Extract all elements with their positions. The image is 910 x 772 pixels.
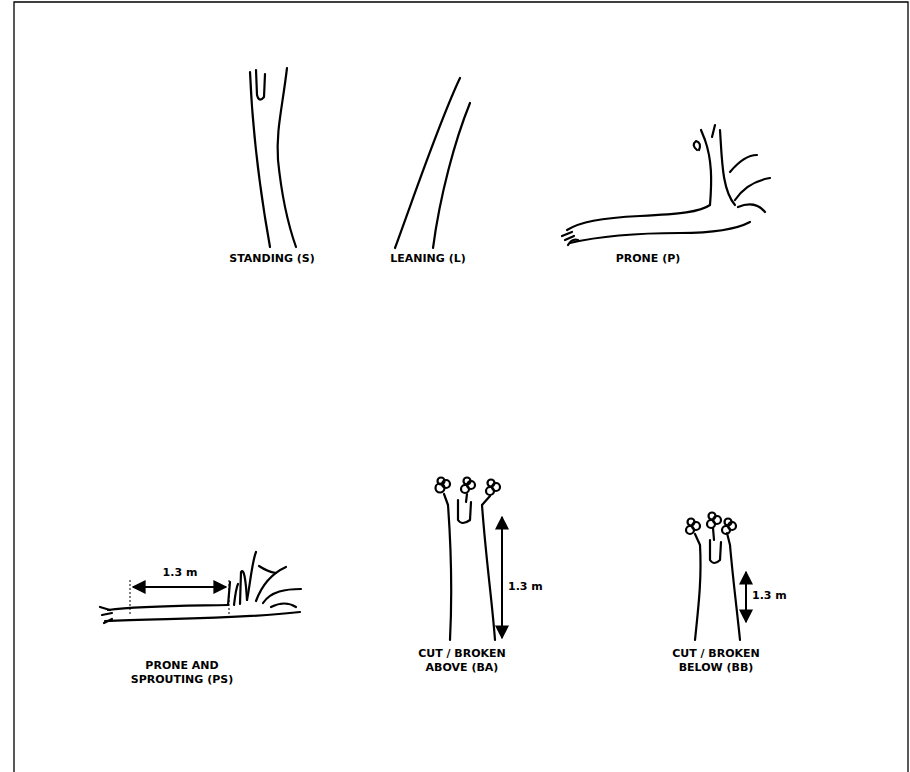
dimension-label: 1.3 m (150, 566, 210, 580)
leaning-tree (395, 78, 470, 248)
frame (14, 2, 908, 772)
broken-below-tree (686, 513, 740, 641)
broken-above-tree (436, 478, 501, 641)
standing-tree (250, 68, 296, 247)
type-label: PRONE (P) (578, 252, 718, 266)
dimension-marks (130, 517, 746, 638)
dimension-label: 1.3 m (508, 580, 568, 594)
type-label: LEANING (L) (358, 252, 498, 266)
type-label: PRONE AND SPROUTING (PS) (120, 659, 244, 687)
type-label: CUT / BROKEN BELOW (BB) (660, 647, 772, 675)
prone-tree (562, 125, 770, 245)
type-label: CUT / BROKEN ABOVE (BA) (406, 647, 518, 675)
type-label: STANDING (S) (202, 252, 342, 266)
dimension-label: 1.3 m (752, 589, 812, 603)
prone-sprouting-tree (100, 552, 301, 623)
